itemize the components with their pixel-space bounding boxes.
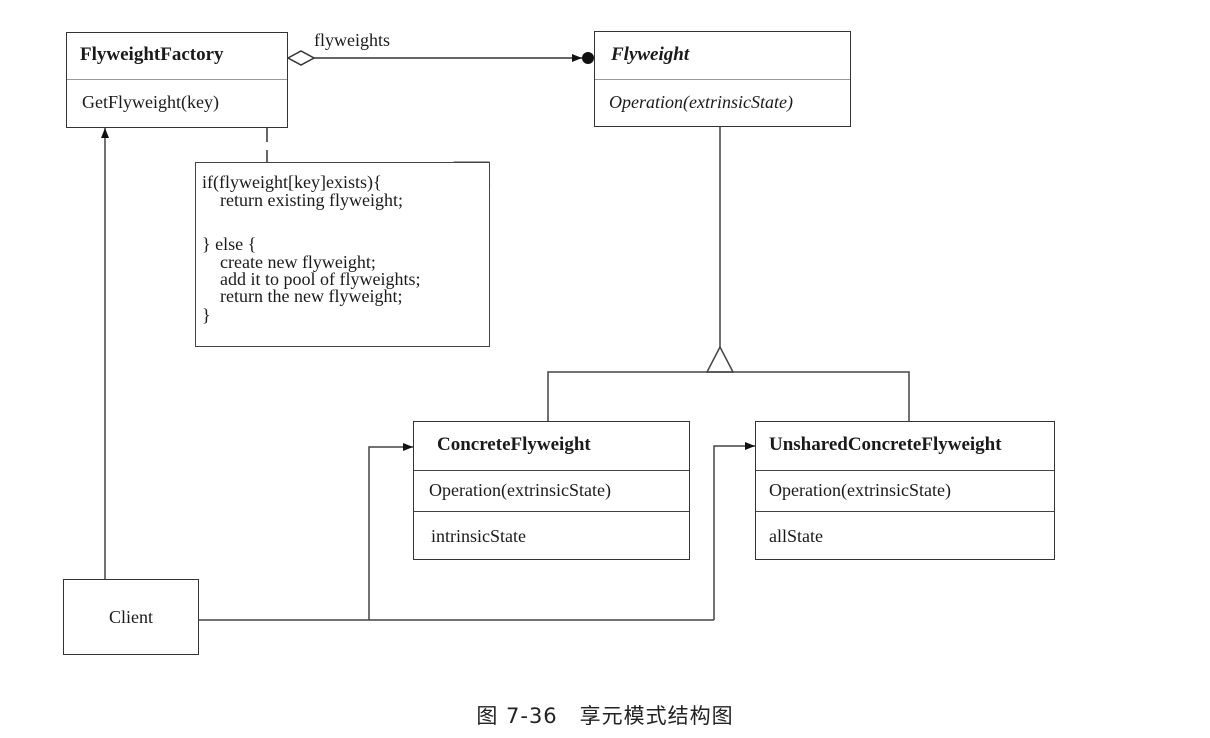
operations-section: GetFlyweight(key) [67,79,287,127]
operations-section: Operation(extrinsicState) [595,79,850,126]
class-flyweight-factory[interactable]: FlyweightFactory GetFlyweight(key) [66,32,288,128]
note-line: return existing flyweight; [202,190,403,210]
operations-section: Operation(extrinsicState) [414,470,689,511]
generalization-branch [547,371,910,421]
figure-title: 享元模式结构图 [579,704,734,728]
figure-caption: 图 7-36 享元模式结构图 [0,700,1210,730]
aggregation-flyweights-connector [286,50,594,66]
implementation-note: if(flyweight[key]exists){ return existin… [195,162,490,347]
client-to-unshared-flyweight-arrow [713,442,755,620]
operation-get-flyweight: GetFlyweight(key) [82,92,219,112]
class-name: Flyweight [611,44,690,65]
class-client[interactable]: Client [63,579,199,655]
class-name-section: Flyweight [595,32,850,79]
attribute-intrinsic-state: intrinsicState [431,526,526,546]
class-name-section: UnsharedConcreteFlyweight [756,422,1054,470]
attributes-section: allState [756,511,1054,559]
many-multiplicity-dot-icon [582,52,594,64]
note-line: return the new flyweight; [202,286,403,306]
note-line: } else { [202,234,257,254]
class-name: ConcreteFlyweight [437,434,591,455]
class-name: FlyweightFactory [80,44,224,65]
note-line: } [202,305,211,325]
class-name: UnsharedConcreteFlyweight [769,434,1002,455]
class-unshared-concrete-flyweight[interactable]: UnsharedConcreteFlyweight Operation(extr… [755,421,1055,560]
attribute-all-state: allState [769,526,823,546]
operation-signature: Operation(extrinsicState) [609,92,793,112]
class-flyweight[interactable]: Flyweight Operation(extrinsicState) [594,31,851,127]
operations-section: Operation(extrinsicState) [756,470,1054,511]
attributes-section: intrinsicState [414,511,689,559]
note-line: create new flyweight; [202,252,376,272]
figure-number: 图 7-36 [476,704,558,728]
class-name-section: FlyweightFactory [67,33,287,79]
class-name: Client [109,606,153,627]
note-line: if(flyweight[key]exists){ [202,172,382,192]
operation-signature: Operation(extrinsicState) [769,480,951,500]
class-concrete-flyweight[interactable]: ConcreteFlyweight Operation(extrinsicSta… [413,421,690,560]
generalization-connector [547,127,910,421]
association-label-flyweights: flyweights [314,30,390,50]
inheritance-triangle-icon [705,345,735,373]
class-name-section: ConcreteFlyweight [414,422,689,470]
note-line: add it to pool of flyweights; [202,269,421,289]
aggregation-diamond-icon [286,50,316,66]
operation-signature: Operation(extrinsicState) [429,480,611,500]
client-to-concrete-connectors [198,442,755,621]
client-to-concrete-flyweight-arrow [368,443,413,620]
